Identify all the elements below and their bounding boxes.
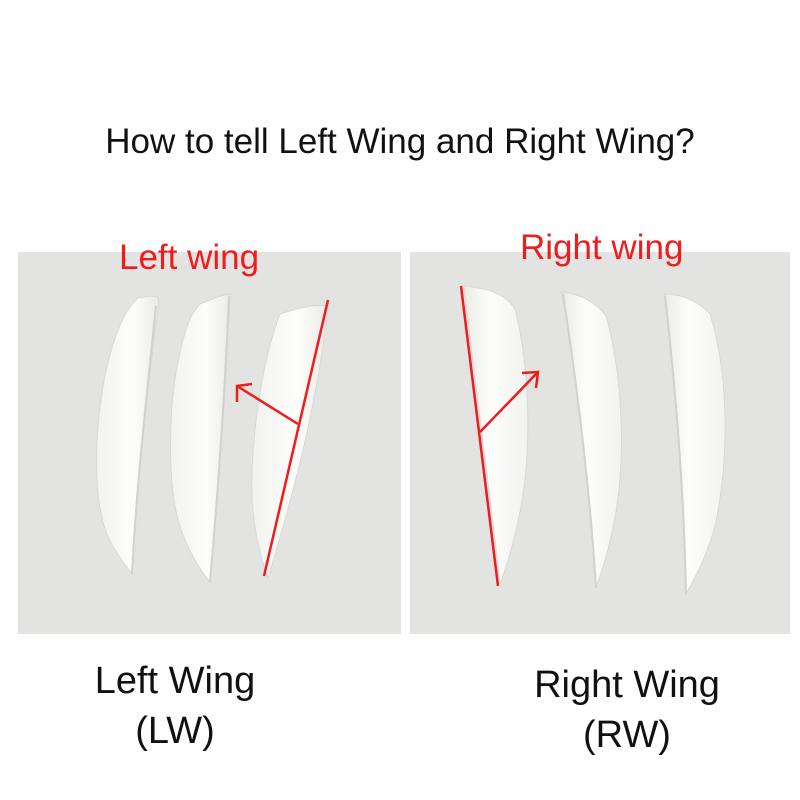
feather-shape — [463, 285, 529, 585]
left-wing-caption: Left Wing (LW) — [60, 656, 290, 756]
right-wing-feathers-illustration — [459, 285, 726, 596]
quill-indicator-line — [262, 299, 330, 577]
left-wing-caption-abbr: (LW) — [135, 710, 215, 752]
right-wing-caption-abbr: (RW) — [583, 714, 671, 756]
arrowhead — [521, 370, 540, 389]
page-title: How to tell Left Wing and Right Wing? — [105, 122, 695, 161]
feather-shape — [561, 291, 622, 589]
left-wing-feathers-illustration — [96, 293, 330, 584]
feather-shape — [663, 293, 726, 596]
feather-shape — [96, 295, 160, 576]
feather-shape — [251, 305, 329, 580]
right-wing-caption-name: Right Wing — [534, 664, 720, 706]
left-wing-photo — [18, 252, 401, 634]
right-wing-label: Right wing — [520, 228, 684, 267]
right-wing-caption: Right Wing (RW) — [512, 660, 742, 760]
left-wing-label: Left wing — [119, 238, 260, 277]
direction-arrow — [236, 384, 299, 426]
quill-indicator-line — [459, 285, 500, 587]
right-wing-photo — [410, 252, 790, 634]
direction-arrow — [479, 371, 539, 433]
left-wing-caption-name: Left Wing — [94, 660, 256, 702]
arrowhead — [235, 382, 253, 402]
